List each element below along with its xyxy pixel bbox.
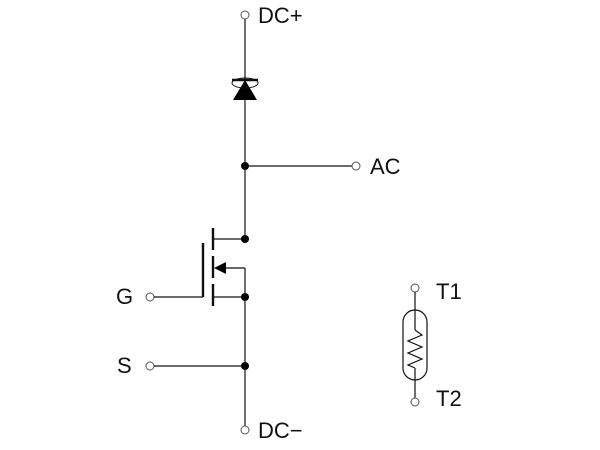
diode-triangle	[233, 80, 257, 100]
gate-label: G	[116, 284, 133, 309]
dc-plus-label: DC+	[258, 3, 303, 28]
source-terminal	[145, 361, 155, 371]
t1-terminal	[410, 283, 420, 293]
thermistor: T1 T2	[402, 279, 462, 411]
gate-terminal	[145, 292, 155, 302]
diode-swirl-icon	[231, 77, 259, 89]
dc-minus-label: DC−	[258, 418, 303, 443]
t2-terminal	[410, 397, 420, 407]
ac-terminal	[351, 161, 361, 171]
ac-label: AC	[370, 154, 401, 179]
drain-junction	[241, 235, 249, 243]
dc-plus-terminal	[240, 10, 250, 20]
body-arrow-icon	[214, 262, 226, 274]
mosfet	[201, 228, 249, 306]
t1-label: T1	[436, 279, 462, 304]
t2-label: T2	[436, 386, 462, 411]
dc-minus-terminal	[240, 425, 250, 435]
thermistor-zigzag-icon	[406, 329, 424, 369]
diode	[231, 77, 259, 100]
source-label: S	[117, 353, 132, 378]
source-bus-junction	[241, 362, 249, 370]
